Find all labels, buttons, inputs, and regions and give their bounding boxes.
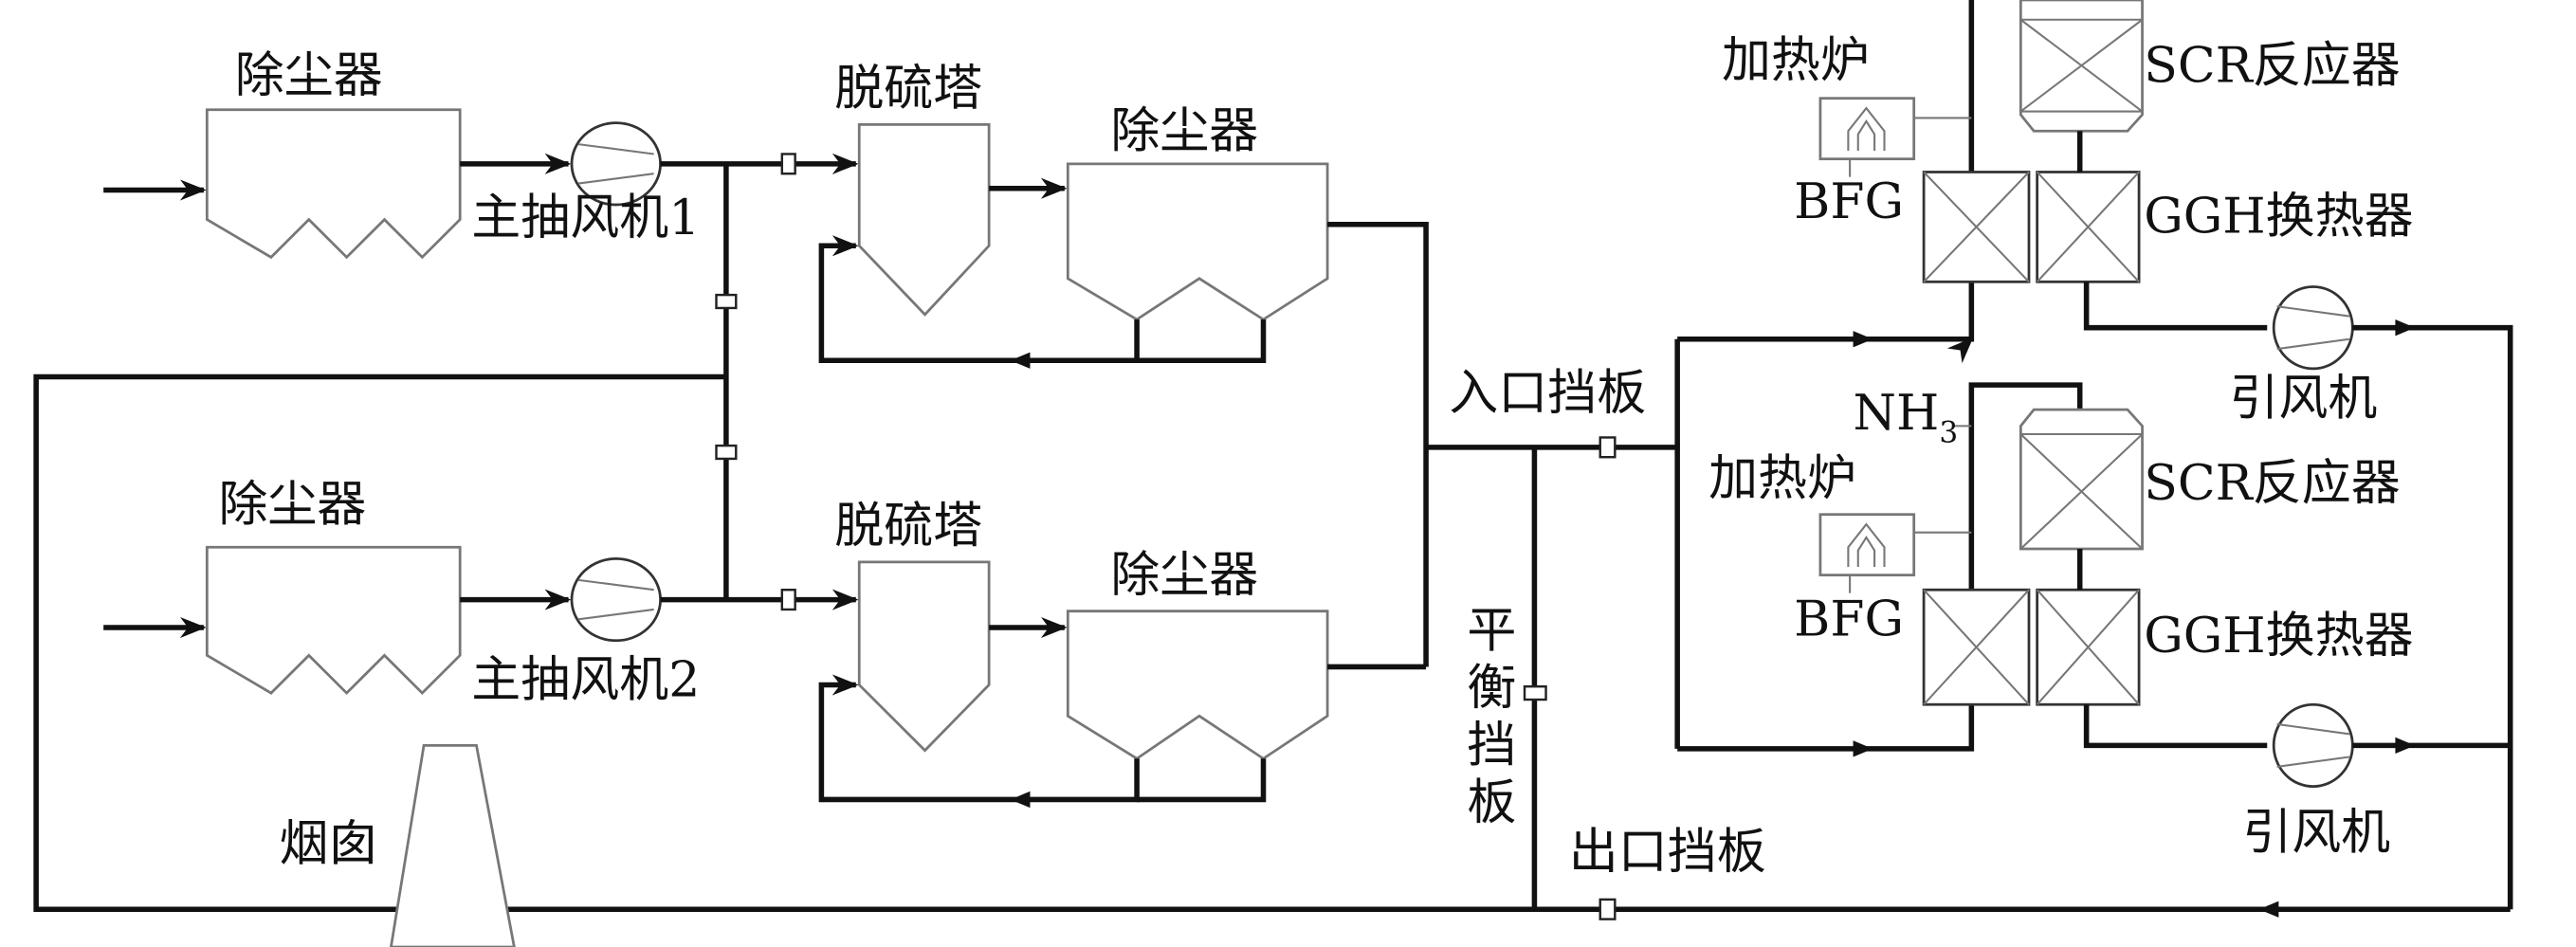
damper-icon xyxy=(715,444,738,461)
heating-furnace-1-label: 加热炉 xyxy=(1722,32,1870,89)
ggh-2-label: GGH换热器 xyxy=(2144,608,2413,665)
induced-fan-2-label: 引风机 xyxy=(2242,804,2390,861)
balance-damper-label-3: 挡 xyxy=(1467,718,1516,774)
dust-collector-1 xyxy=(205,108,462,260)
outlet-damper-icon xyxy=(1599,898,1617,920)
heating-furnace-2-label: 加热炉 xyxy=(1708,450,1856,507)
dust-collector-4-label: 除尘器 xyxy=(1110,547,1258,604)
chimney-icon xyxy=(389,744,516,947)
pipe xyxy=(1137,319,1267,364)
pipe xyxy=(1677,282,1975,364)
ggh-1-label: GGH换热器 xyxy=(2144,188,2413,245)
balance-damper-label-2: 衡 xyxy=(1467,660,1516,717)
dust-collector-2 xyxy=(205,545,462,696)
damper-icon xyxy=(780,589,796,611)
desulfurization-tower-2 xyxy=(857,560,991,753)
main-fan-2-icon xyxy=(570,556,662,643)
induced-fan-1-label: 引风机 xyxy=(2229,370,2377,427)
damper-icon xyxy=(715,293,738,310)
balance-damper-icon xyxy=(1523,684,1547,701)
bfg-2-label: BFG xyxy=(1794,592,1904,648)
arrow-icon xyxy=(1853,740,1873,757)
nh3-label: NH3 xyxy=(1854,385,1959,450)
heating-furnace-2-icon xyxy=(1818,513,1916,577)
desulfurization-tower-1-label: 脱硫塔 xyxy=(834,61,982,118)
pipe xyxy=(1968,382,2083,591)
arrow-icon xyxy=(1010,352,1031,369)
balance-damper-label-1: 平 xyxy=(1467,603,1516,660)
balance-damper-label-4: 板 xyxy=(1467,774,1516,831)
dust-collector-3 xyxy=(1066,162,1329,321)
pipe xyxy=(1137,758,1267,803)
recycle-pipe-2 xyxy=(818,674,1140,803)
heating-furnace-1-icon xyxy=(1818,97,1916,161)
scr-reactor-2 xyxy=(2019,408,2144,551)
scr-reactor-1 xyxy=(2019,0,2144,133)
pipe xyxy=(2083,282,2268,331)
ggh-heat-exchanger-1 xyxy=(1922,171,2141,283)
chimney-label: 烟囱 xyxy=(280,815,378,872)
main-fan-1-label: 主抽风机1 xyxy=(471,190,700,246)
pipe xyxy=(2083,704,2268,749)
ggh-heat-exchanger-2 xyxy=(1922,588,2141,706)
arrow-icon xyxy=(1853,331,1873,348)
bfg-1-label: BFG xyxy=(1794,173,1904,230)
induced-fan-1-icon xyxy=(2272,285,2354,371)
desulfurization-tower-2-label: 脱硫塔 xyxy=(834,498,982,555)
bypass-pipe xyxy=(33,373,2511,913)
arrow-icon xyxy=(2395,737,2416,755)
inlet-damper-label: 入口挡板 xyxy=(1449,365,1646,422)
outlet-damper-label: 出口挡板 xyxy=(1569,824,1766,881)
damper-icon xyxy=(780,153,796,175)
desulfurization-tower-1 xyxy=(857,122,991,317)
recycle-pipe-1 xyxy=(818,235,1140,364)
arrow-icon xyxy=(2258,901,2279,918)
inlet-damper-icon xyxy=(1599,436,1617,459)
arrow-icon xyxy=(2395,319,2416,337)
pipe xyxy=(1677,704,1975,752)
main-fan-2-label: 主抽风机2 xyxy=(471,652,700,709)
dust-collector-3-label: 除尘器 xyxy=(1110,103,1258,160)
dust-collector-4 xyxy=(1066,610,1329,760)
scr-reactor-1-label: SCR反应器 xyxy=(2144,37,2400,94)
pipe xyxy=(1327,222,1429,667)
arrow-icon xyxy=(1010,791,1031,809)
dust-collector-2-label: 除尘器 xyxy=(218,477,366,534)
dust-collector-1-label: 除尘器 xyxy=(235,47,383,104)
induced-fan-2-icon xyxy=(2272,702,2354,789)
scr-reactor-2-label: SCR反应器 xyxy=(2144,455,2400,512)
